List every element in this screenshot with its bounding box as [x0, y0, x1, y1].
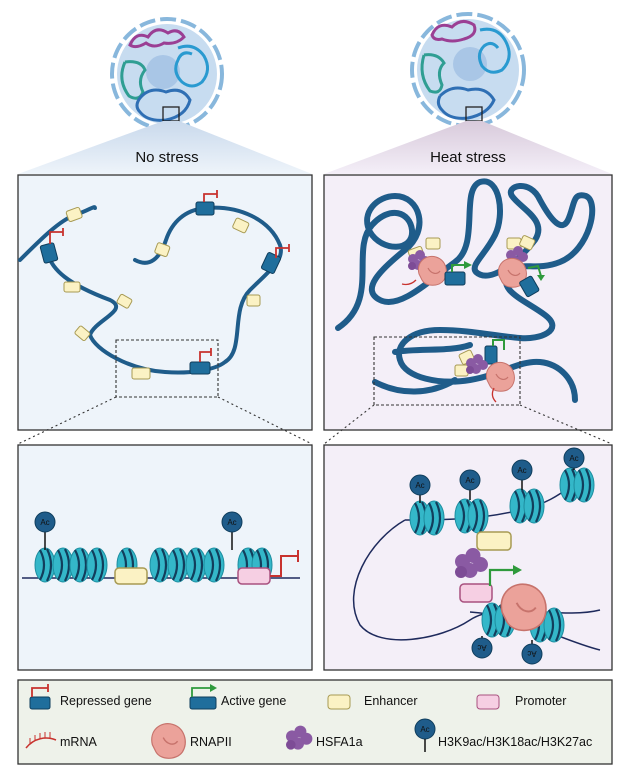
legend-rnapii-icon — [151, 722, 186, 760]
zoom-box-heat-stress — [373, 336, 521, 406]
acetyl-label: Ac — [415, 481, 424, 490]
panel-title-no-stress: No stress — [135, 149, 198, 166]
acetyl-label: Ac — [527, 649, 536, 658]
legend-histone-acetylation-icon — [414, 718, 436, 752]
acetyl-label: Ac — [569, 454, 578, 463]
acetyl-label: Ac — [465, 476, 474, 485]
legend-promoter-label: Promoter — [515, 694, 566, 708]
acetyl-label: Ac — [477, 643, 486, 652]
acetyl-label: Ac — [420, 725, 429, 734]
legend-promoter-icon — [476, 694, 500, 710]
zoom-lines — [17, 396, 613, 445]
acetyl-label: Ac — [227, 518, 236, 527]
legend-hsfa1a-label: HSFA1a — [316, 735, 363, 749]
panel-title-heat-stress: Heat stress — [430, 149, 506, 166]
chromatin-panel-no-stress — [17, 174, 313, 431]
legend-repressed-gene-icon — [29, 684, 51, 710]
nucleus-no-stress — [110, 17, 224, 131]
legend-mrna-ticks — [29, 732, 51, 744]
acetyl-label: Ac — [40, 518, 49, 527]
acetyl-label: Ac — [517, 466, 526, 475]
legend-histone-marks-label: H3K9ac/H3K18ac/H3K27ac — [438, 735, 592, 749]
legend-enhancer-icon — [327, 694, 351, 710]
chromatin-fiber-heat-stress — [335, 178, 596, 403]
active-complexes-heat-stress — [401, 235, 545, 403]
legend-active-gene-icon — [189, 684, 217, 710]
zoom-fan-left — [18, 121, 312, 174]
nucleosome-array-no-stress — [22, 511, 300, 585]
legend-enhancer-label: Enhancer — [364, 694, 418, 708]
legend-mrna-label: mRNA — [60, 735, 97, 749]
repressed-genes-no-stress — [39, 190, 290, 375]
legend-box — [17, 679, 613, 765]
nucleosome-loop-heat-stress — [352, 447, 601, 665]
legend-rnapii-label: RNAPII — [190, 735, 232, 749]
legend-active-gene-label: Active gene — [221, 694, 286, 708]
enhancer-markers-no-stress — [63, 206, 261, 380]
nucleus-heat-stress — [410, 12, 526, 128]
zoom-box-no-stress — [115, 339, 219, 398]
zoom-fan-right — [324, 121, 612, 174]
legend-repressed-gene-label: Repressed gene — [60, 694, 152, 708]
